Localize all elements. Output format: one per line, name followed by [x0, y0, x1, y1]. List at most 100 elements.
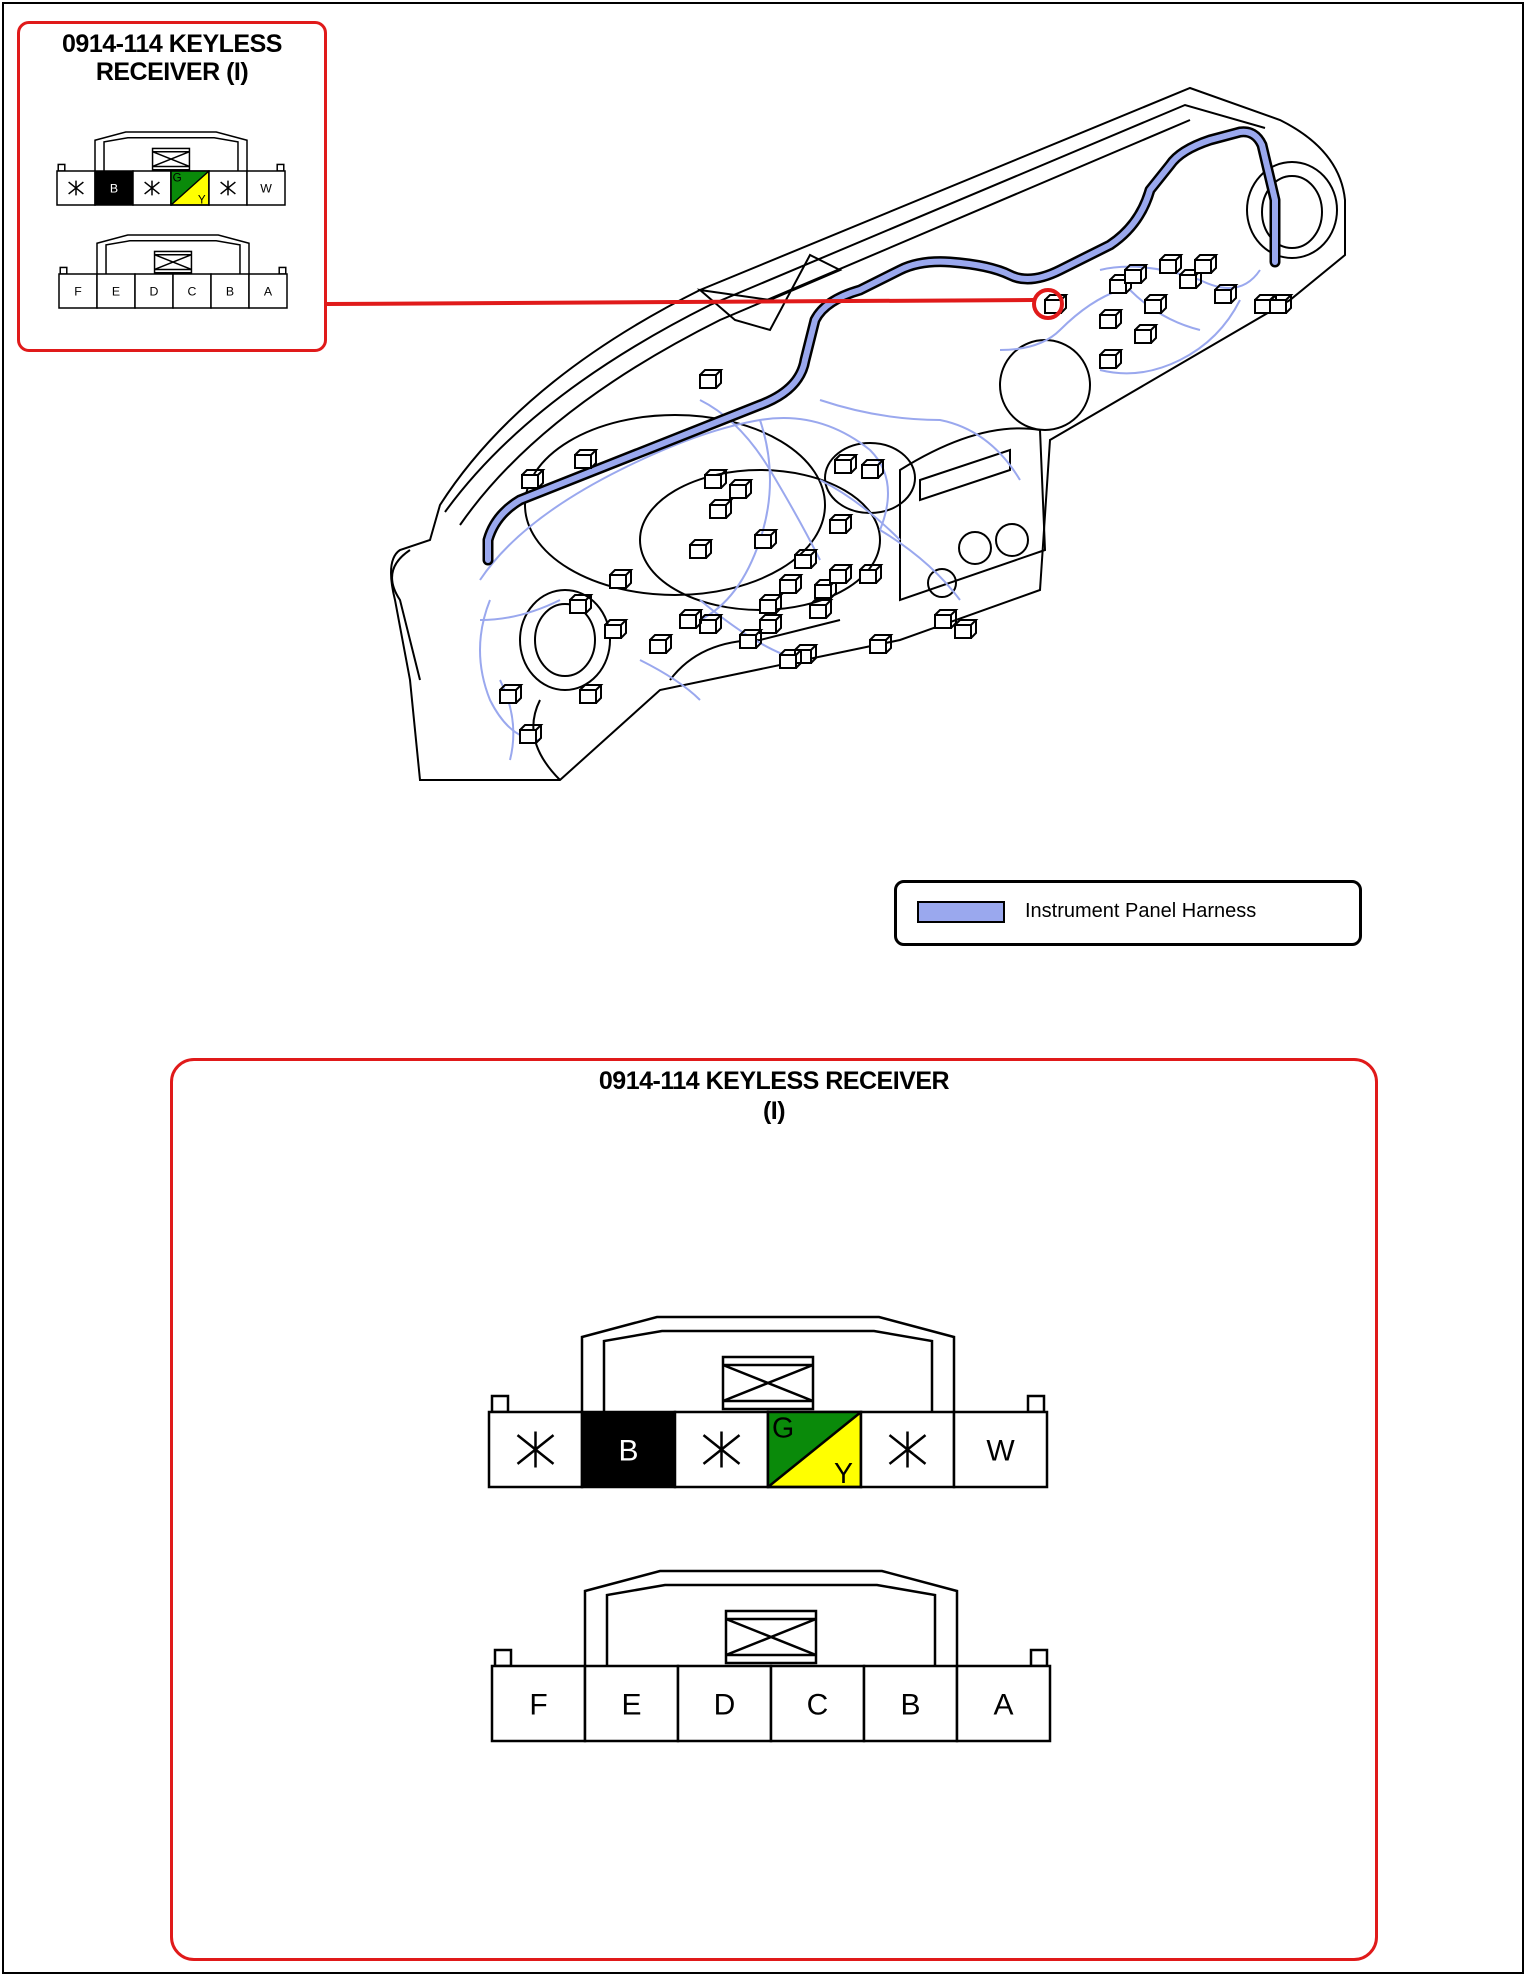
harness-pin-3 [673, 1410, 770, 1489]
inset-title-line2: RECEIVER (I) [95, 58, 249, 86]
connector-box-edge [759, 594, 784, 614]
unused-pin-mark [68, 180, 84, 196]
connector-box [829, 519, 847, 534]
connector-box [814, 584, 832, 599]
harness-inset-tab-left [57, 163, 66, 172]
terminal-inset-housing [96, 234, 250, 274]
connector-box-edge [1099, 309, 1124, 329]
detail-title: 0914-114 KEYLESS RECEIVER (I) [173, 1066, 1375, 1126]
svg-text:G: G [173, 171, 182, 184]
harness-pin-4: GY [170, 170, 210, 206]
connector-box [1134, 329, 1152, 344]
connector-box [739, 634, 757, 649]
connector-box-edge [1099, 349, 1124, 369]
connector-box [709, 504, 727, 519]
connector-box-edge [574, 449, 599, 469]
harness-pin-5 [208, 170, 248, 206]
harness-pin-1 [56, 170, 96, 206]
connector-box-edge [519, 724, 544, 744]
svg-text:B: B [110, 181, 118, 195]
connector-box-edge [569, 594, 594, 614]
terminal-main-housing-inner [605, 1583, 937, 1666]
connector-box-edge [829, 514, 854, 534]
connector-box-edge [604, 619, 629, 639]
connector-box-edge [794, 549, 819, 569]
terminal-pin-D: D [676, 1664, 773, 1743]
terminal-pin-B: B [862, 1664, 959, 1743]
harness-main-housing-inner [602, 1329, 934, 1412]
harness-pin-5 [859, 1410, 956, 1489]
connector-box [794, 554, 812, 569]
harness-inset-tab-right [276, 163, 285, 172]
connector-box-edge [1124, 264, 1149, 284]
connector-box-edge [609, 569, 634, 589]
connector-box [499, 689, 517, 704]
svg-text:E: E [112, 284, 120, 298]
svg-text:F: F [74, 284, 82, 298]
unused-pin-mark [516, 1431, 555, 1468]
terminal-inset-tab-left [59, 266, 68, 275]
svg-text:F: F [529, 1688, 547, 1721]
connector-box [954, 624, 972, 639]
connector-box-edge [869, 634, 894, 654]
unused-pin-mark [144, 180, 160, 196]
connector-box [759, 619, 777, 634]
terminal-pin-F: F [58, 273, 98, 309]
terminal-main-housing [583, 1569, 959, 1666]
connector-box [834, 459, 852, 474]
connector-box-edge [739, 629, 764, 649]
connector-box [1159, 259, 1177, 274]
terminal-pin-C: C [769, 1664, 866, 1743]
svg-text:B: B [618, 1434, 638, 1467]
connector-box [779, 654, 797, 669]
connector-box [521, 474, 539, 489]
connector-box-edge [1144, 294, 1169, 314]
inset-callout-box: 0914-114 KEYLESS RECEIVER (I) [17, 21, 327, 352]
terminal-pin-E: E [583, 1664, 680, 1743]
harness-main-tab-right [1026, 1394, 1046, 1414]
connector-box [519, 729, 537, 744]
legend-label: Instrument Panel Harness [1025, 900, 1257, 922]
terminal-pin-C: C [172, 273, 212, 309]
connector-box-edge [689, 539, 714, 559]
connector-detail-box: 0914-114 KEYLESS RECEIVER (I) [170, 1058, 1378, 1961]
harness-pin-6: W [246, 170, 286, 206]
connector-box [861, 464, 879, 479]
harness-pin-2: B [580, 1410, 677, 1489]
connector-box [699, 374, 717, 389]
inset-title-line1: 0914-114 KEYLESS [62, 30, 282, 58]
svg-text:W: W [986, 1434, 1015, 1467]
connector-box-edge [754, 529, 779, 549]
svg-text:G: G [772, 1413, 794, 1445]
terminal-pin-A: A [955, 1664, 1052, 1743]
connector-box [1099, 354, 1117, 369]
legend-swatch-harness [917, 901, 1005, 923]
detail-title-line1: 0914-114 KEYLESS RECEIVER [598, 1067, 950, 1095]
connector-box [609, 574, 627, 589]
connector-box-edge [729, 479, 754, 499]
connector-box-edge [1159, 254, 1184, 274]
harness-main-tab-left [490, 1394, 510, 1414]
unused-pin-mark [888, 1431, 927, 1468]
connector-box-edge [809, 599, 834, 619]
terminal-pin-F: F [490, 1664, 587, 1743]
connector-box [1214, 289, 1232, 304]
terminal-main-tab-right [1029, 1648, 1049, 1668]
connector-box [1269, 299, 1287, 314]
connector-box-edge [759, 614, 784, 634]
detail-title-line2: (I) [762, 1097, 786, 1125]
connector-box-edge [779, 649, 804, 669]
terminal-inset-tab-right [278, 266, 287, 275]
connector-box [679, 614, 697, 629]
terminal-inset-housing-inner [105, 240, 241, 274]
svg-text:E: E [621, 1688, 641, 1721]
connector-box-edge [829, 564, 854, 584]
inset-title: 0914-114 KEYLESS RECEIVER (I) [20, 30, 324, 86]
connector-box [1109, 279, 1127, 294]
connector-box [689, 544, 707, 559]
